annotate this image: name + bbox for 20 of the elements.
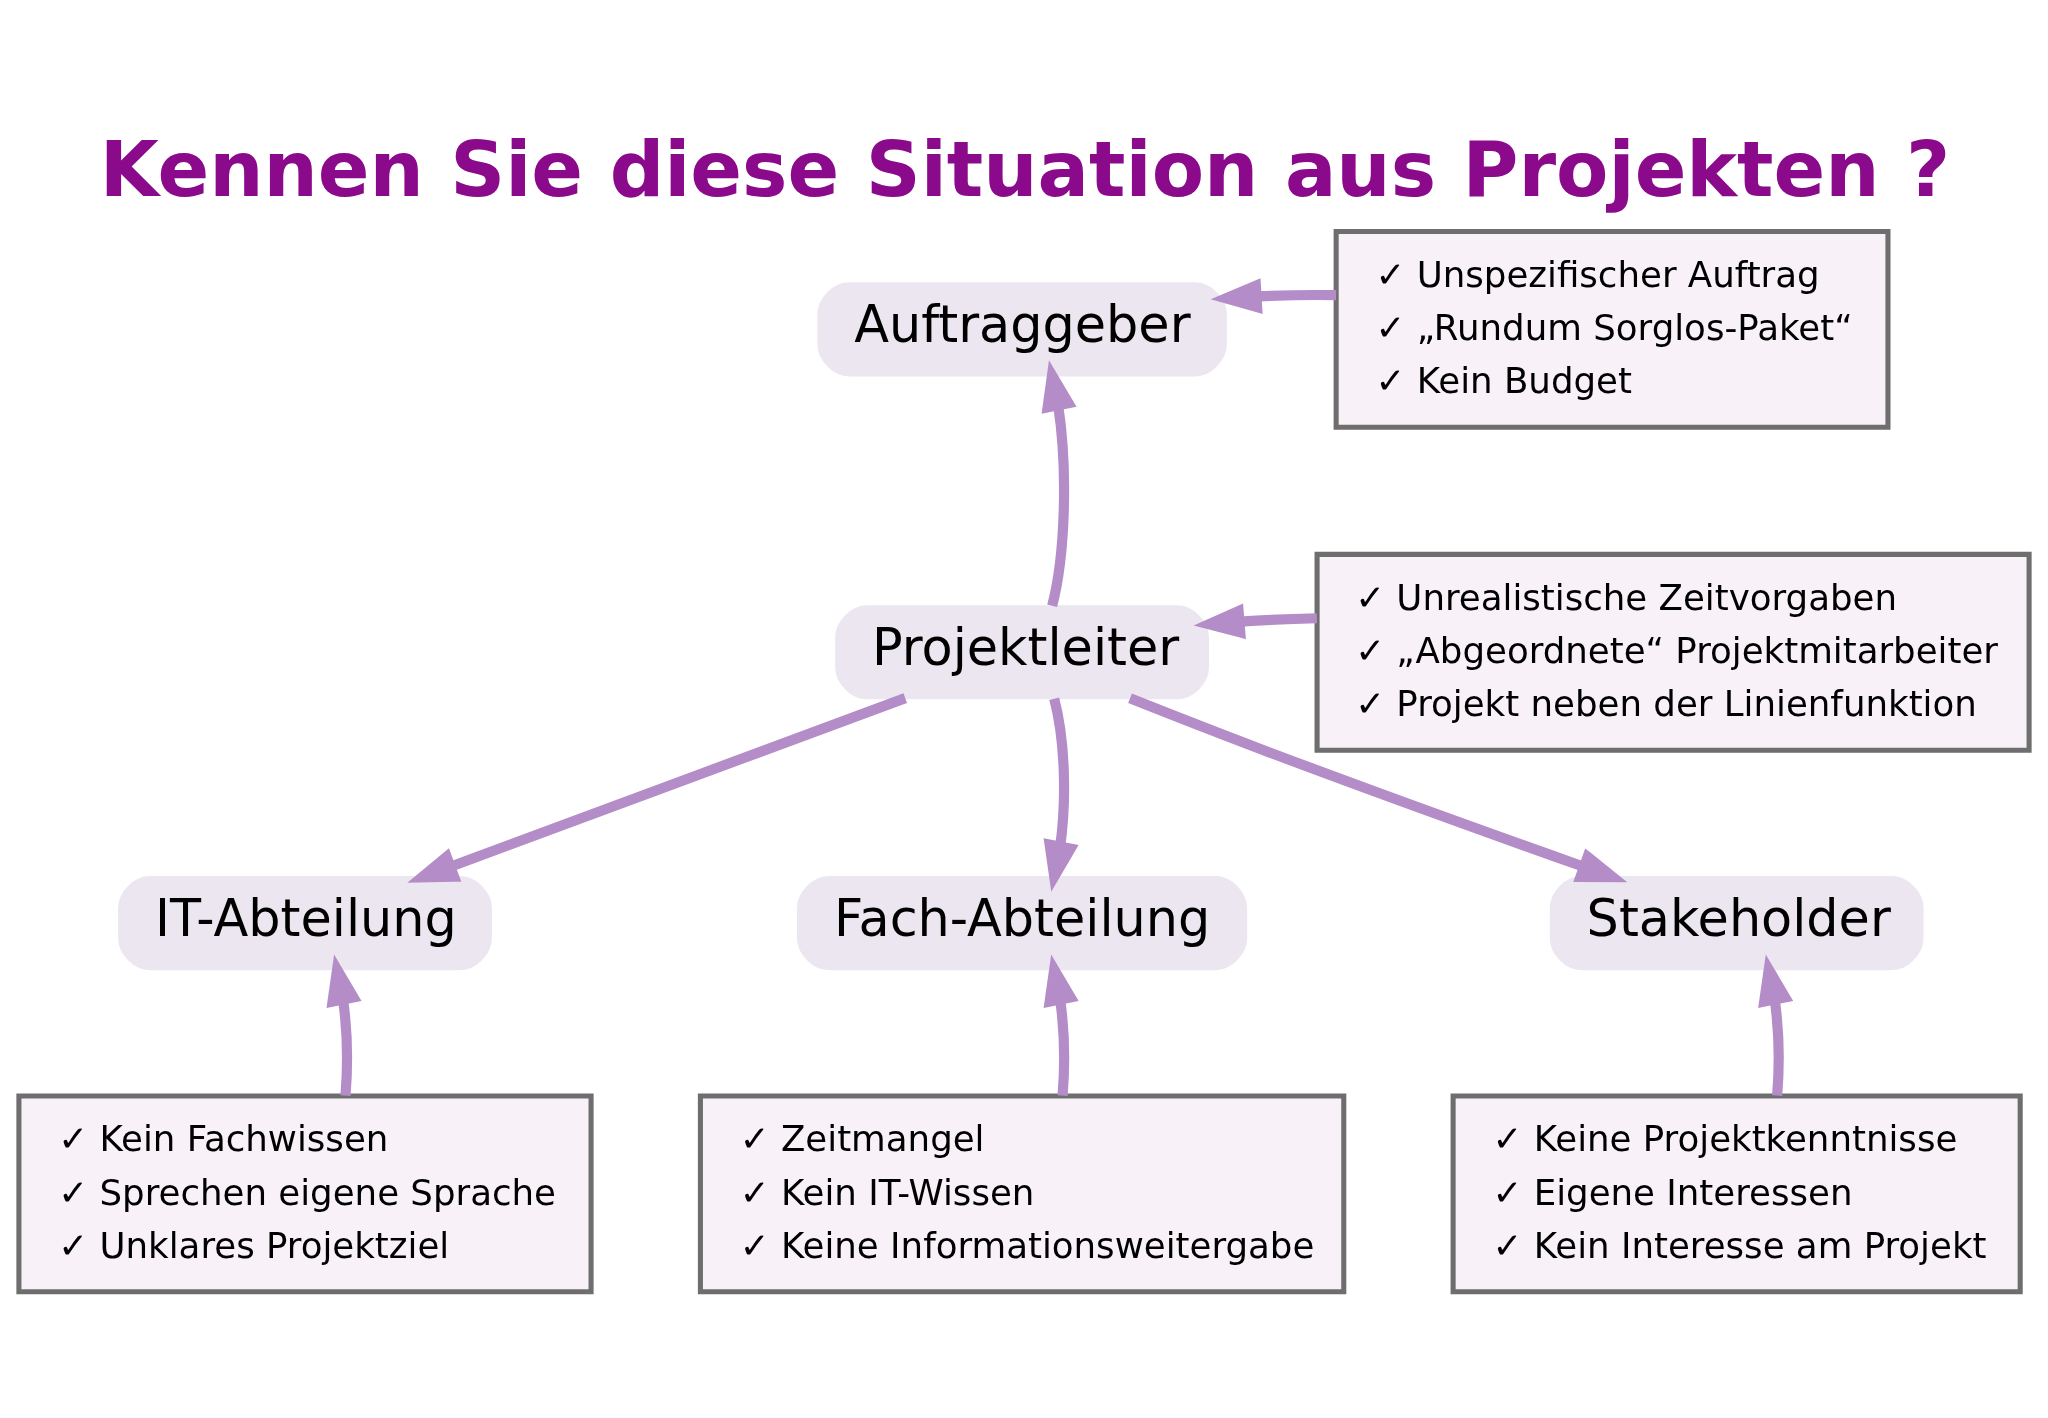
node-box: ✓ Unspezifischer Auftrag ✓ „Rundum Sorglos-Paket“ ✓ Kein Budget <box>1333 228 1891 430</box>
diagram-title: Kennen Sie diese Situation aus Projekten ? <box>99 124 1951 214</box>
arrow <box>1193 603 1317 639</box>
node-box: ✓ Kein Fachwissen ✓ Sprechen eigene Sprache ✓ Unklares Projektziel <box>16 1092 594 1294</box>
arrow <box>407 692 908 883</box>
node-box: Projektleiter <box>835 604 1209 699</box>
arrow <box>1210 277 1337 314</box>
node-box: ✓ Keine Projektkenntnisse ✓ Eigene Interessen ✓ Kein Interesse am Projekt <box>1450 1092 2023 1294</box>
arrow <box>1043 953 1079 1096</box>
node-box: Fach-Abteilung <box>797 875 1248 970</box>
arrow <box>1758 953 1794 1096</box>
arrow <box>1128 693 1628 882</box>
arrow <box>326 953 362 1096</box>
node-box: ✓ Zeitmangel ✓ Kein IT-Wissen ✓ Keine Informationsweitergabe <box>697 1092 1347 1294</box>
node-box: Auftraggeber <box>817 281 1227 376</box>
arrow <box>1041 359 1077 607</box>
node-box: Stakeholder <box>1549 875 1924 970</box>
node-box: ✓ Unrealistische Zeitvorgaben ✓ „Abgeordnete“ Projektmitarbeiter ✓ Projekt neben der Linienfunktion <box>1314 551 2032 753</box>
node-box: IT-Abteilung <box>118 875 492 970</box>
arrow <box>1043 697 1079 892</box>
